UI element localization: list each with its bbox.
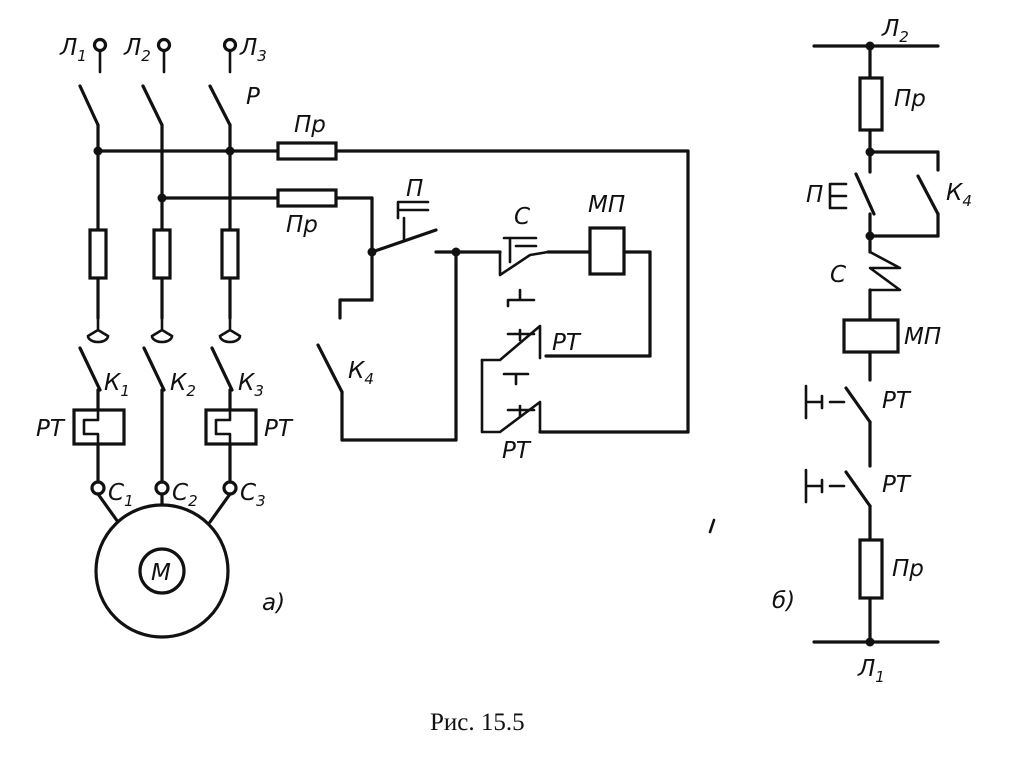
control-fuses xyxy=(276,141,338,208)
label-l3: Л3 xyxy=(239,35,267,65)
phase-fuses xyxy=(88,228,240,320)
label-b-button-start: П xyxy=(806,182,823,208)
label-b-k4: К4 xyxy=(946,180,972,210)
label-k2: К2 xyxy=(170,370,196,400)
contactor-main-contacts xyxy=(78,316,242,482)
label-k3: К3 xyxy=(238,370,264,400)
label-l2: Л2 xyxy=(123,35,151,65)
label-b-l1: Л1 xyxy=(857,656,885,686)
label-b-coil: МП xyxy=(904,324,941,350)
thermal-relays xyxy=(72,408,258,482)
scheme-b xyxy=(708,41,940,647)
label-button-stop: С xyxy=(514,204,530,230)
phase-conductors xyxy=(96,123,232,232)
marker-b: б) xyxy=(772,588,795,614)
marker-a: а) xyxy=(262,590,285,616)
label-relay-right: РТ xyxy=(264,416,294,442)
label-k1: К1 xyxy=(104,370,130,400)
label-relay-1: РТ xyxy=(552,330,582,356)
label-c2: С2 xyxy=(172,480,198,510)
labels-scheme-b: Л2 Пр П К4 С МП РТ РТ Пр б) Л1 xyxy=(772,16,972,686)
label-b-relay-2: РТ xyxy=(882,472,912,498)
switch-p-blades xyxy=(78,84,232,127)
label-relay-2: РТ xyxy=(502,438,532,464)
label-k4: К4 xyxy=(348,358,374,388)
labels-scheme-a: Л1 Л2 Л3 Р Пр Пр П К4 С МП РТ РТ К1 К2 К… xyxy=(36,35,625,616)
scheme-a xyxy=(72,37,690,639)
label-relay-left: РТ xyxy=(36,416,66,442)
figure-caption: Рис. 15.5 xyxy=(430,709,525,736)
label-l1: Л1 xyxy=(59,35,87,65)
label-b-fuse-top: Пр xyxy=(894,86,926,112)
label-b-l2: Л2 xyxy=(881,16,909,46)
control-wiring xyxy=(93,146,690,442)
label-fuse-top: Пр xyxy=(294,112,326,138)
motor xyxy=(94,503,230,639)
label-button-start: П xyxy=(406,176,423,202)
label-fuse-mid: Пр xyxy=(286,212,318,238)
line-terminals xyxy=(92,37,238,74)
label-c3: С3 xyxy=(240,480,266,510)
label-c1: С1 xyxy=(108,480,134,510)
label-b-button-stop: С xyxy=(830,262,846,288)
label-coil-mp: МП xyxy=(588,192,625,218)
label-switch-p: Р xyxy=(246,84,260,110)
motor-terminals xyxy=(90,480,238,524)
label-b-fuse-bottom: Пр xyxy=(892,556,924,582)
label-b-relay-1: РТ xyxy=(882,388,912,414)
label-motor: М xyxy=(151,560,171,586)
